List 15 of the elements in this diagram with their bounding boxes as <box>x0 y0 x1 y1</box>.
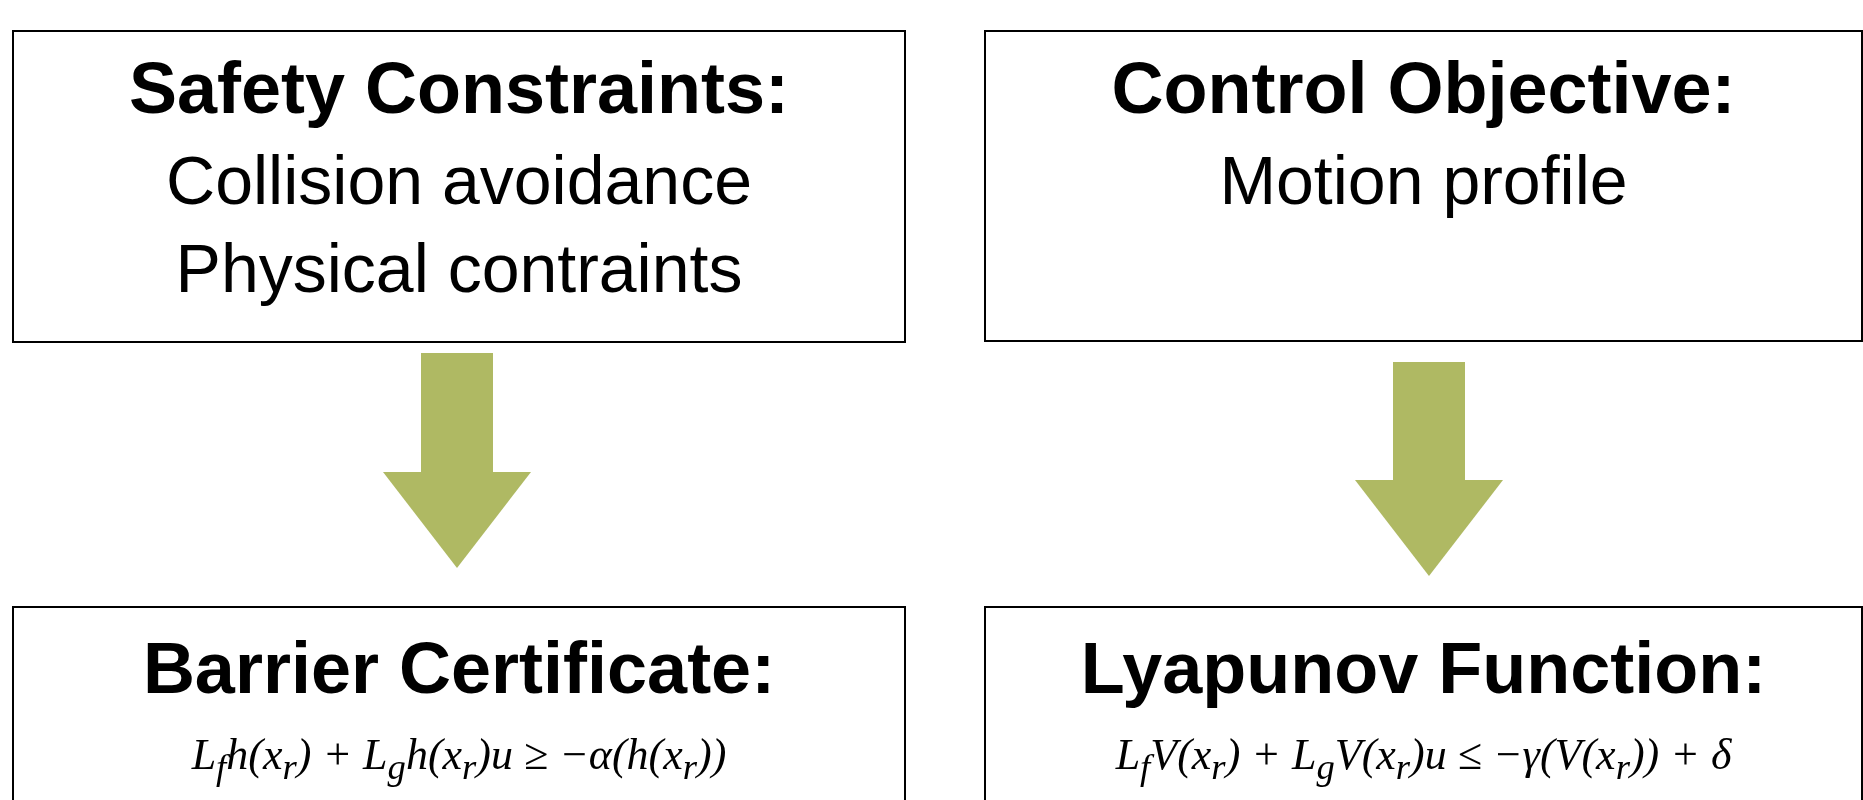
box-heading: Lyapunov Function: <box>1080 627 1767 710</box>
formula: L$_{f}$h(x$_{r}$) + L$_{g}$h(x$_{r}$)u ≥ −α(h(x$_{r}$)) <box>191 728 727 789</box>
text-box <box>12 606 906 800</box>
text-box <box>12 30 906 343</box>
block-arrow <box>383 353 531 568</box>
text-box <box>984 30 1863 342</box>
box-heading: Barrier Certificate: <box>142 627 776 710</box>
text-box <box>984 606 1863 800</box>
box-text: Collision avoidance <box>166 140 752 220</box>
box-heading: Control Objective: <box>1111 47 1736 130</box>
box-heading: Safety Constraints: <box>128 47 790 130</box>
box-text: Motion profile <box>1219 140 1628 220</box>
block-arrow <box>1355 362 1503 576</box>
box-text: Physical contraints <box>175 229 743 308</box>
formula: L$_{f}$V(x$_{r}$) + L$_{g}$V(x$_{r}$)u ≤ −γ(V(x$_{r}$)) + δ <box>1115 728 1732 789</box>
